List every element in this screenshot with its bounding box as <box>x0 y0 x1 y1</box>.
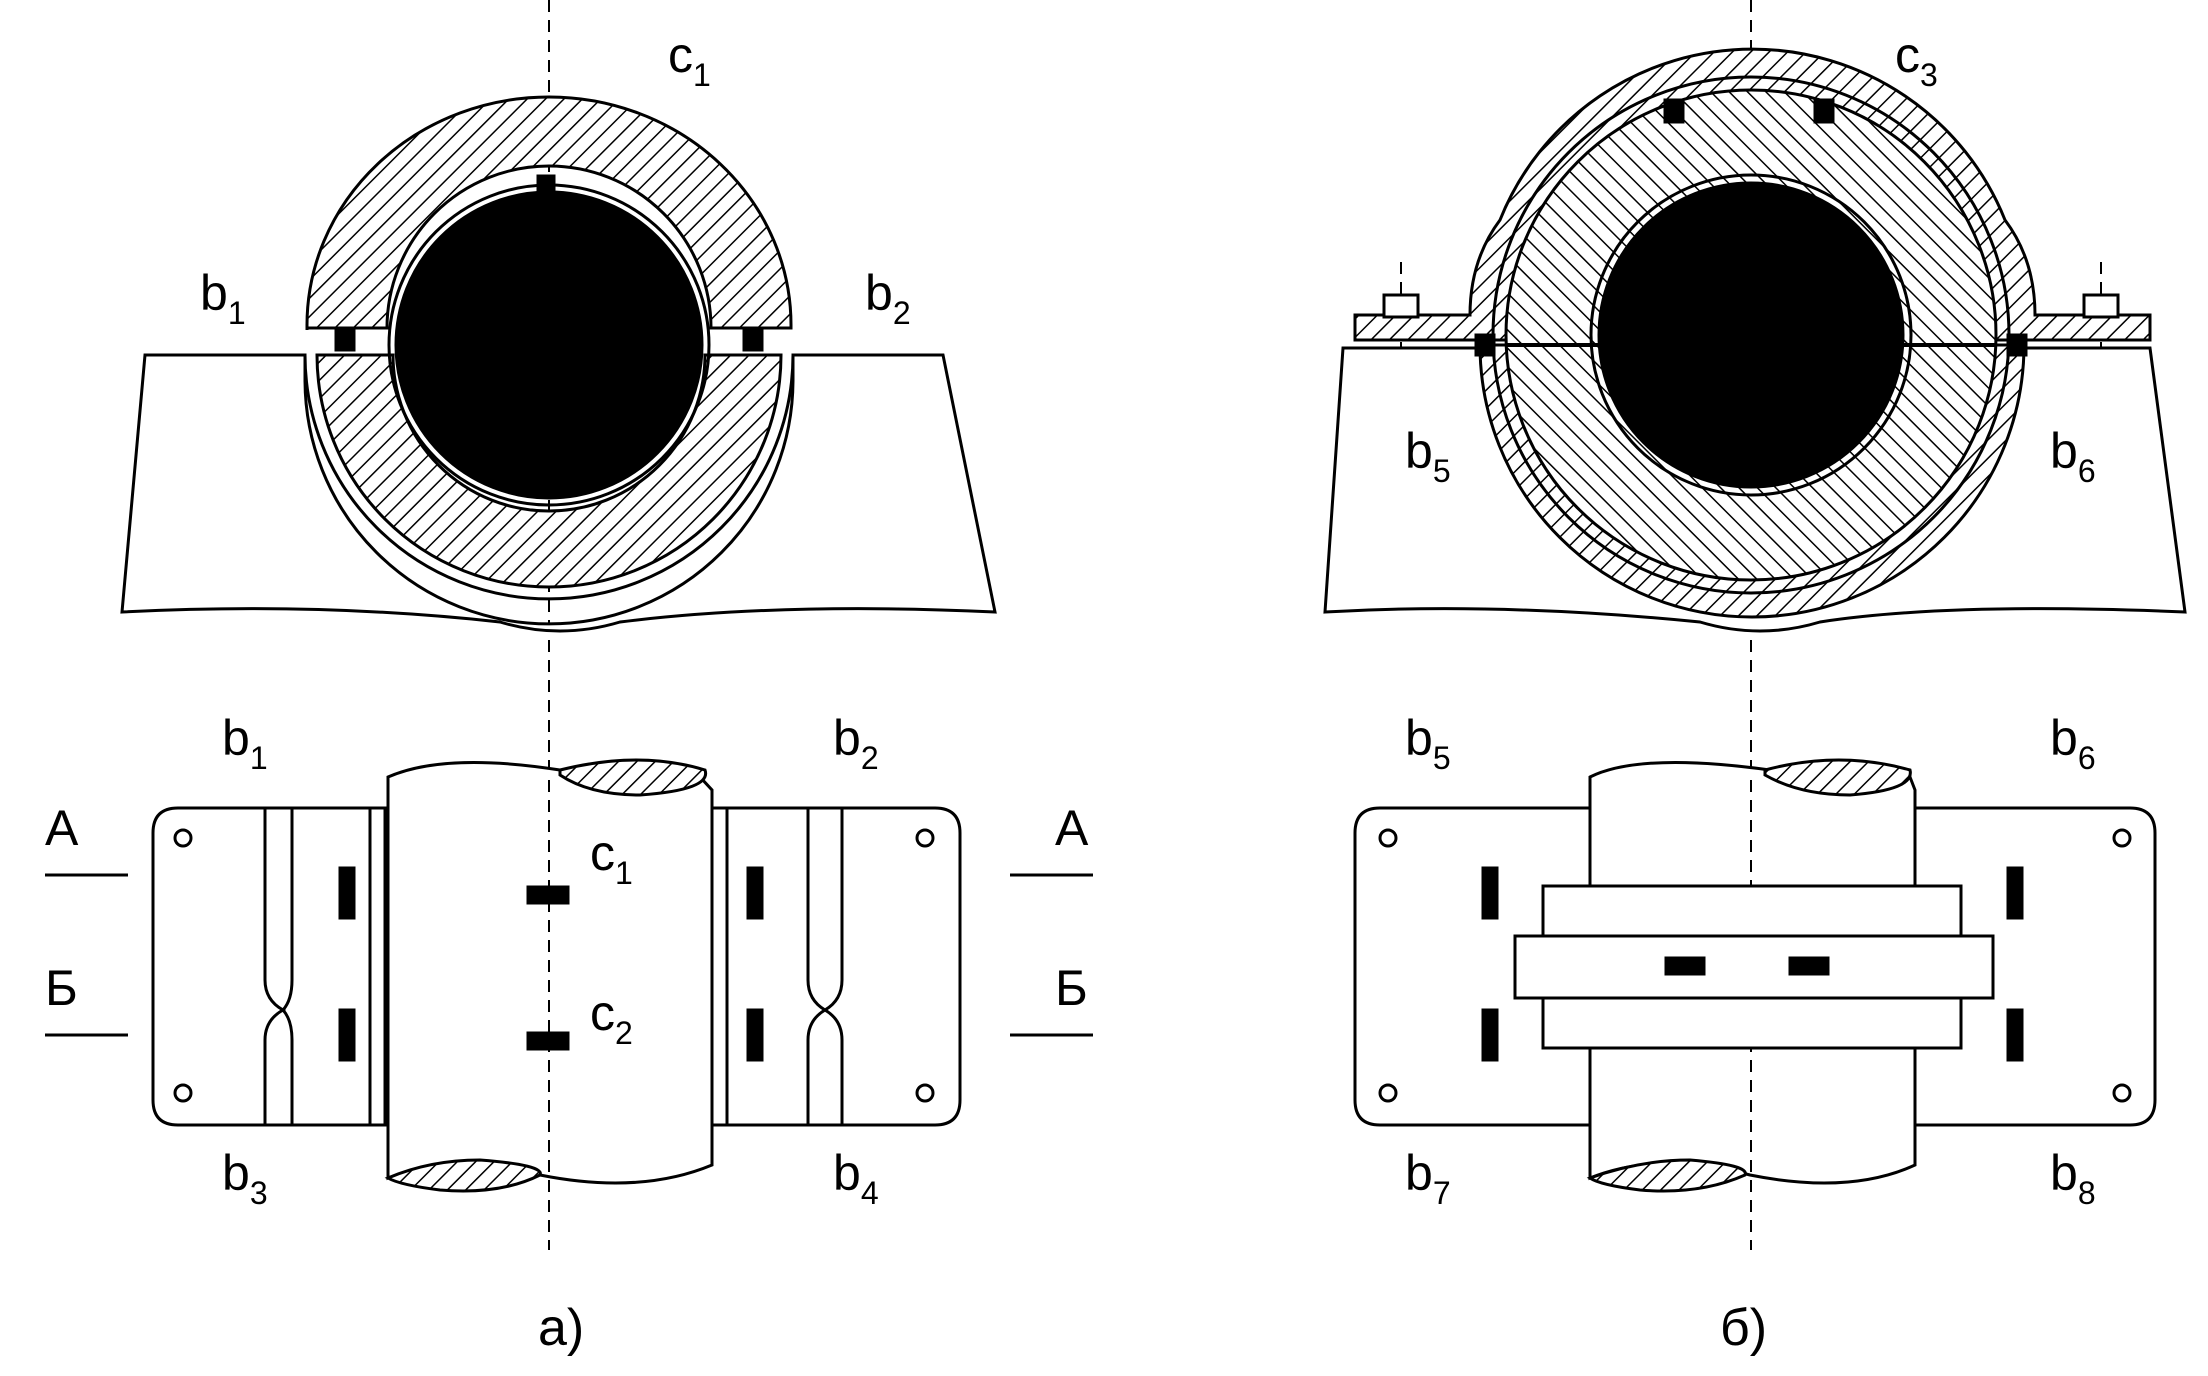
shaft-b <box>1597 181 1905 489</box>
bearing-cap-a <box>305 95 793 330</box>
flexure-left <box>263 808 294 1125</box>
label-c3: c3 <box>1895 27 1938 93</box>
bearing-a-plan-view <box>45 758 1093 1250</box>
section-mark-a-left: А <box>45 800 79 856</box>
label-b4: b4 <box>833 1145 879 1211</box>
label-b7: b7 <box>1405 1145 1451 1211</box>
flexure-right <box>806 808 844 1125</box>
lower-bushing-a <box>315 353 783 589</box>
sensor-b2-marker <box>742 328 764 352</box>
shaft-a <box>394 190 704 500</box>
label-b1-plan: b1 <box>222 710 268 776</box>
bearing-b-front-view <box>1323 0 2187 1250</box>
bearing-a-front-view <box>120 0 997 1250</box>
label-b5-plan: b5 <box>1405 710 1451 776</box>
labels: c1 b1 b2 b1 b2 c1 c2 b3 b4 А Б А Б c3 b5… <box>45 27 2096 1357</box>
caption-left: а) <box>538 1299 584 1357</box>
label-c1-plan: c1 <box>590 825 633 891</box>
label-b8: b8 <box>2050 1145 2096 1211</box>
housing-groove-a <box>303 354 795 601</box>
label-b6-plan: b6 <box>2050 710 2096 776</box>
bearing-b-plan-view <box>1353 758 2157 1250</box>
label-b3: b3 <box>222 1145 268 1211</box>
label-b2: b2 <box>865 265 911 331</box>
section-mark-b-left: Б <box>45 960 78 1016</box>
caption-right: б) <box>1720 1299 1767 1357</box>
label-b2-plan: b2 <box>833 710 879 776</box>
sensor-b1-marker <box>334 328 356 352</box>
cap-bar-inner <box>1513 934 1995 1000</box>
section-mark-a-right: А <box>1055 800 1089 856</box>
label-c2: c2 <box>590 985 633 1051</box>
sensor-c1-marker <box>536 174 556 196</box>
section-mark-b-right: Б <box>1055 960 1088 1016</box>
label-b6: b6 <box>2050 423 2096 489</box>
label-b5: b5 <box>1405 423 1451 489</box>
label-b1: b1 <box>200 265 246 331</box>
label-c1: c1 <box>668 27 711 93</box>
